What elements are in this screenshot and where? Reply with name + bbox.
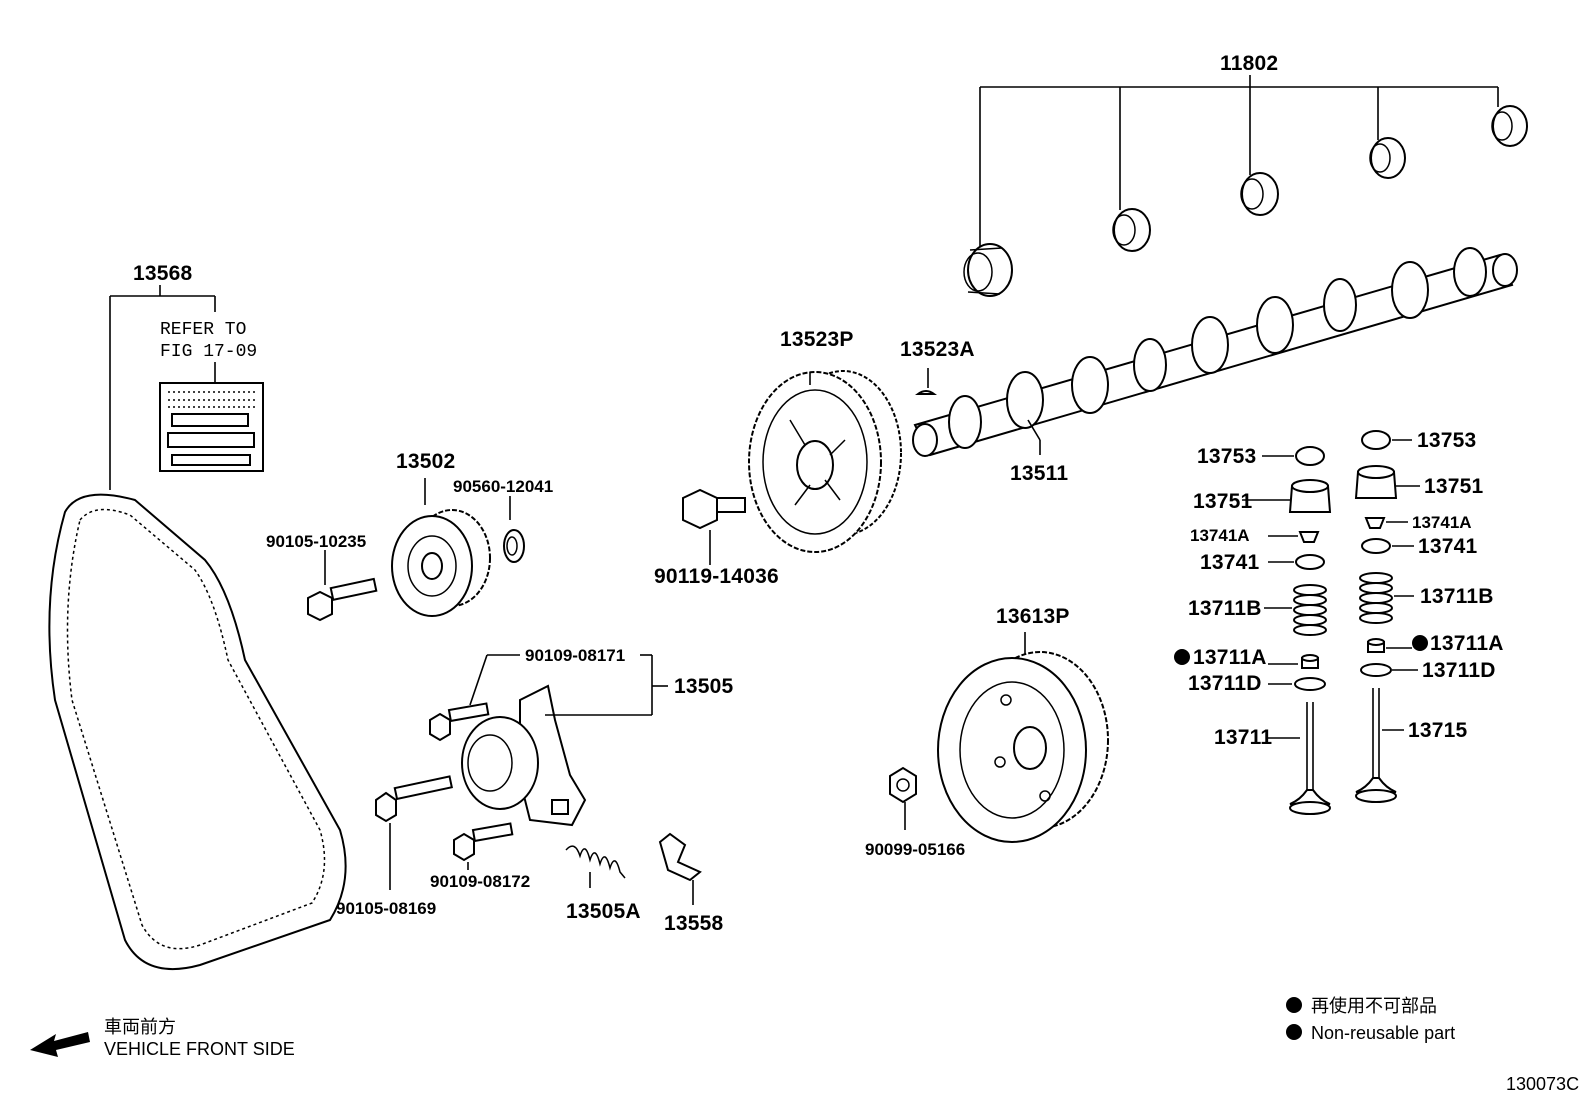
label-13523A: 13523A	[900, 338, 975, 361]
reference-book-icon	[159, 382, 264, 472]
label-13751-right: 13751	[1424, 475, 1484, 498]
label-90109-08172: 90109-08172	[430, 872, 530, 891]
camshaft-bearings: 11802	[963, 52, 1528, 297]
tensioner-bracket: 13558	[658, 832, 724, 935]
figure-code: 130073C	[1506, 1074, 1579, 1094]
intake-valve	[1289, 702, 1331, 815]
label-13741A-right: 13741A	[1412, 513, 1472, 532]
label-13741A-left: 13741A	[1190, 526, 1250, 545]
pulley-bolt: 90119-14036	[654, 488, 779, 588]
vehicle-front-indicator: 車両前方 VEHICLE FRONT SIDE	[30, 1017, 295, 1059]
idler-bolt: 90105-10235	[266, 532, 378, 622]
label-13753-right: 13753	[1417, 429, 1476, 452]
tensioner-bolt-lower: 90109-08172	[430, 822, 530, 891]
label-13613P: 13613P	[996, 605, 1070, 628]
valve-train-left: 13753 13751 13741A 13741 13711B 13711A 1…	[1174, 445, 1332, 815]
label-90119: 90119-14036	[654, 565, 779, 588]
tension-spring: 13505A	[565, 845, 641, 923]
timing-belt: 13568 REFER TO FIG 17-09	[48, 262, 347, 971]
label-13511: 13511	[1010, 462, 1068, 485]
woodruff-key: 13523A	[900, 338, 975, 395]
non-reusable-marker	[1412, 635, 1428, 651]
bearing-shell-5	[1491, 105, 1528, 147]
arrow-left-icon	[30, 1032, 90, 1057]
bearing-shell-4	[1369, 137, 1406, 179]
idler-washer: 90560-12041	[453, 477, 553, 563]
label-90099: 90099-05166	[865, 840, 965, 859]
label-13715: 13715	[1408, 719, 1468, 742]
camshaft: 13511	[912, 247, 1518, 485]
label-13711B-left: 13711B	[1188, 597, 1262, 620]
exhaust-valve	[1355, 688, 1397, 803]
tensioner-bolt-long: 90105-08169	[336, 775, 454, 918]
idler-pulley: 13502	[391, 450, 491, 617]
label-13558: 13558	[664, 912, 724, 935]
bearing-shell-3	[1240, 172, 1279, 216]
valve-spring-left	[1293, 584, 1327, 636]
label-13751-left: 13751	[1193, 490, 1253, 513]
label-90560: 90560-12041	[453, 477, 553, 496]
direction-en: VEHICLE FRONT SIDE	[104, 1039, 295, 1059]
direction-ja: 車両前方	[104, 1017, 176, 1037]
label-13741-left: 13741	[1200, 551, 1260, 574]
valve-spring-right	[1359, 572, 1393, 624]
legend: 再使用不可部品 Non-reusable part	[1286, 996, 1455, 1043]
tensioner-assembly: 90109-08171 13505	[461, 646, 734, 827]
label-90105-10235: 90105-10235	[266, 532, 366, 551]
label-13711D-left: 13711D	[1188, 672, 1262, 695]
legend-dot	[1286, 997, 1302, 1013]
label-13741-right: 13741	[1418, 535, 1478, 558]
label-90109-08171: 90109-08171	[525, 646, 625, 665]
label-13568: 13568	[133, 262, 193, 285]
refer-line-2: FIG 17-09	[160, 342, 257, 362]
label-13711: 13711	[1214, 726, 1272, 749]
valve-train-right: 13753 13751 13741A 13741 13711B 13711A 1…	[1354, 429, 1504, 803]
label-13523P: 13523P	[780, 328, 854, 351]
refer-line-1: REFER TO	[160, 320, 246, 340]
tensioner-bolt-upper	[429, 702, 490, 742]
bearing-shell-1	[963, 243, 1013, 297]
bearing-shell-2	[1112, 208, 1151, 252]
label-11802: 11802	[1220, 52, 1278, 75]
camshaft-pulley: 13523P	[748, 328, 902, 553]
legend-ja: 再使用不可部品	[1311, 996, 1437, 1016]
label-13753-left: 13753	[1197, 445, 1256, 468]
label-13505: 13505	[674, 675, 734, 698]
label-13711A-left: 13711A	[1193, 646, 1267, 669]
non-reusable-marker	[1174, 649, 1190, 665]
pulley-nut: 90099-05166	[865, 766, 965, 859]
second-camshaft-pulley: 13613P	[937, 605, 1109, 843]
legend-en: Non-reusable part	[1311, 1023, 1455, 1043]
legend-dot	[1286, 1024, 1302, 1040]
label-90105-08169: 90105-08169	[336, 899, 436, 918]
label-13711D-right: 13711D	[1422, 659, 1496, 682]
label-13505A: 13505A	[566, 900, 641, 923]
label-13711B-right: 13711B	[1420, 585, 1494, 608]
label-13502: 13502	[396, 450, 455, 473]
label-13711A-right: 13711A	[1430, 632, 1504, 655]
